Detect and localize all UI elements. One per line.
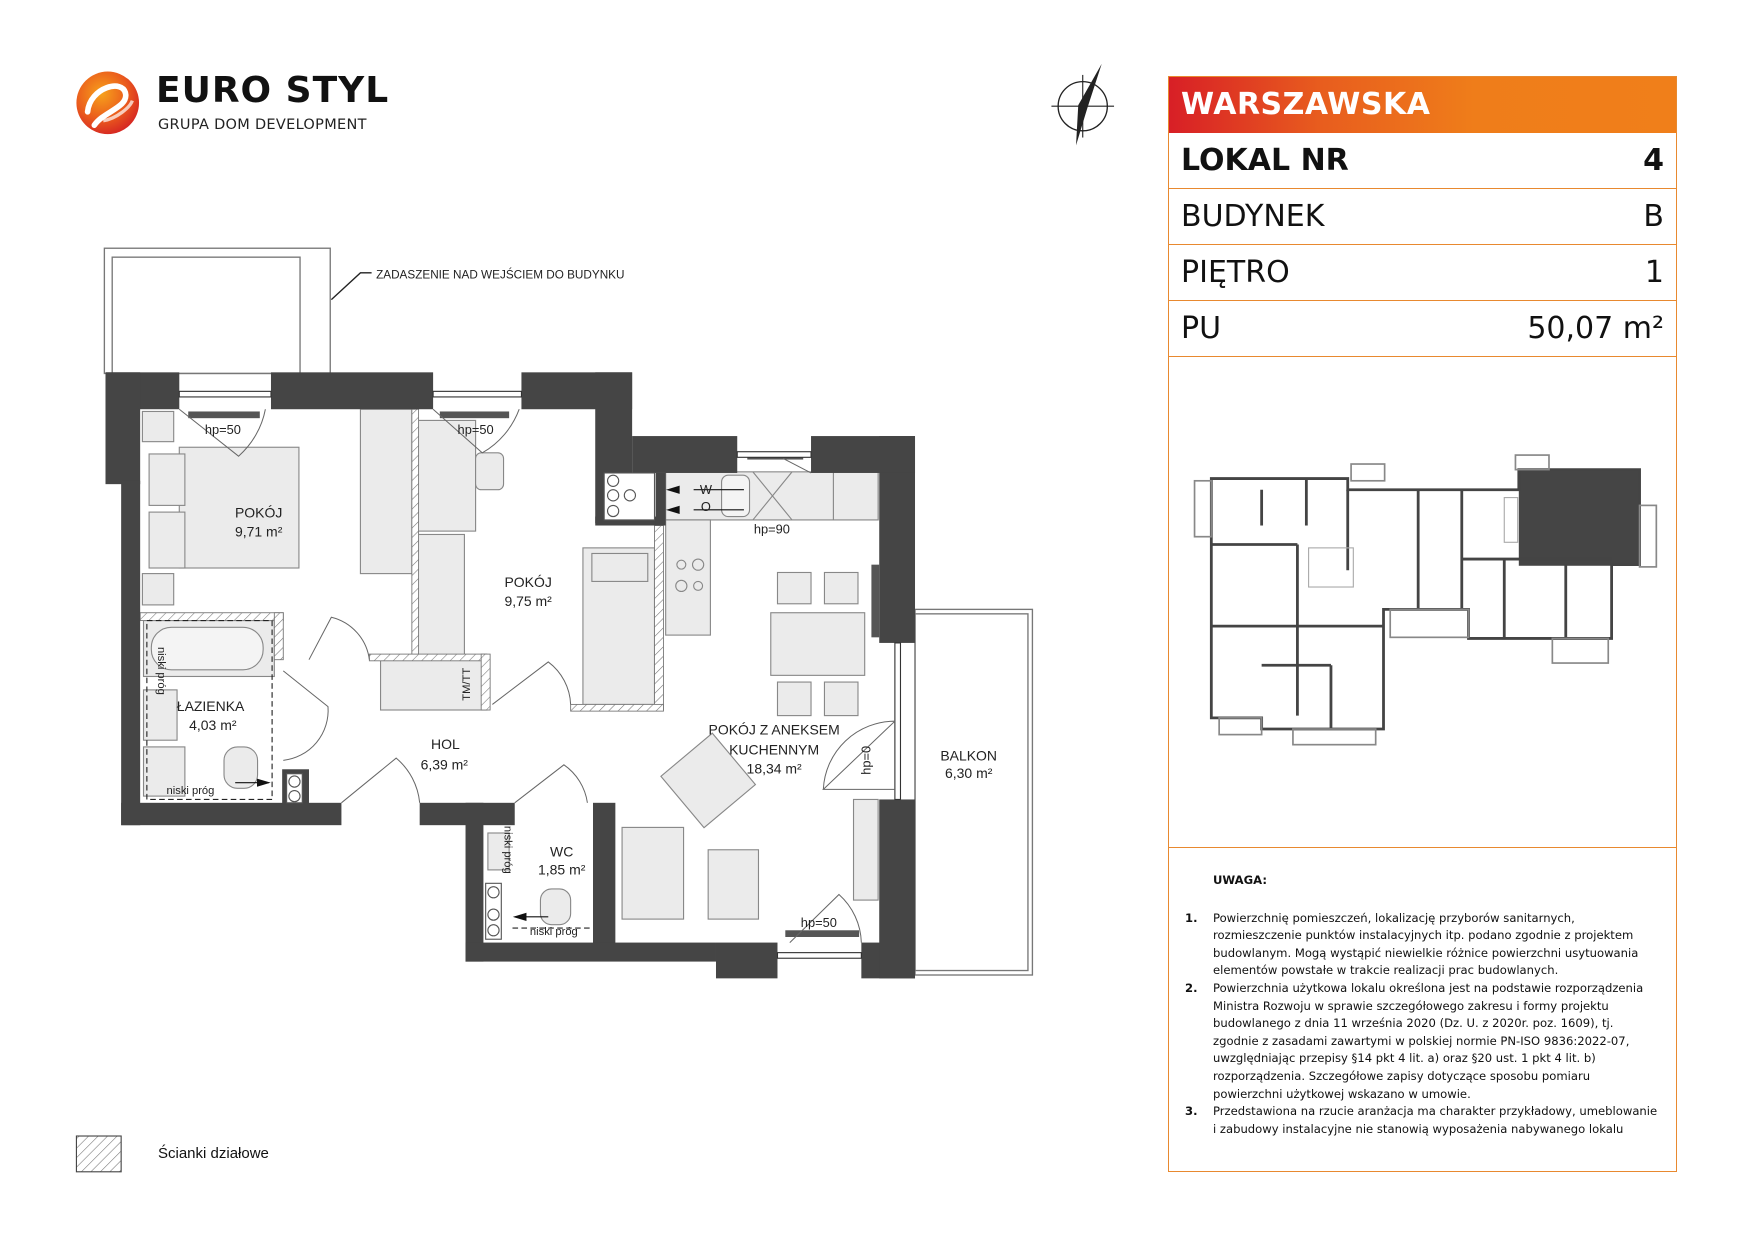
window-sill-height: hp=50 [801,915,837,930]
room-salon-name2: KUCHENNYM [729,742,819,758]
info-label: PU [1181,311,1222,346]
note-text: Powierzchnia użytkowa lokalu określona j… [1213,980,1644,1101]
note-text: Przedstawiona na rzucie aranżacja ma cha… [1213,1104,1658,1136]
logo-tagline: GRUPA DOM DEVELOPMENT [158,117,367,133]
room-balkon-area: 6,30 m² [945,765,993,781]
notes-title: UWAGA: [1213,873,1267,887]
note-item: 1. Powierzchnię pomieszczeń, lokalizację… [1169,910,1676,980]
note-text: Powierzchnię pomieszczeń, lokalizację pr… [1213,910,1639,978]
room-wc-name: WC [550,843,573,859]
room-pokoj1-name: POKÓJ [235,505,282,521]
info-label: LOKAL NR [1181,143,1349,178]
info-row-unit-number: LOKAL NR 4 [1169,133,1676,189]
note-item: 3. Przedstawiona na rzucie aranżacja ma … [1169,1103,1676,1138]
info-row-floor: PIĘTRO 1 [1169,245,1676,301]
room-hol-area: 6,39 m² [421,756,469,772]
note-number: 3. [1185,1104,1198,1119]
room-lazienka-name: ŁAZIENKA [177,698,245,714]
thresholds [146,620,593,929]
north-arrow-icon [1051,63,1115,146]
info-label: PIĘTRO [1181,255,1290,290]
door-sill-height: hp=0 [858,746,873,775]
structural-walls [105,372,916,979]
sewage-label: O [701,499,711,514]
note-number: 2. [1185,980,1198,995]
partition-walls-legend-swatch [75,1135,122,1173]
room-balkon-name: BALKON [940,747,997,763]
room-salon-area: 18,34 m² [747,761,802,777]
low-threshold-label: niski próg [167,785,215,797]
canopy-label: ZADASZENIE NAD WEJŚCIEM DO BUDYNKU [376,268,624,281]
info-value: B [1643,199,1664,234]
plan-annotations: hp=50 hp=50 hp=90 hp=50 hp=0 niski próg … [155,422,873,938]
window-sill-height: hp=90 [754,521,790,536]
info-value: 4 [1643,143,1664,178]
balcony-outline [914,608,1034,976]
partition-walls [139,408,664,712]
info-row-usable-area: PU 50,07 m² [1169,301,1676,357]
info-value: 1 [1644,255,1664,290]
room-pokoj2-area: 9,75 m² [504,593,552,609]
room-lazienka-area: 4,03 m² [189,717,237,733]
low-threshold-label: niski próg [530,926,578,938]
window-sill-height: hp=50 [205,422,241,437]
installation-shafts [286,472,656,940]
apartment-info-panel: WARSZAWSKA LOKAL NR 4 BUDYNEK B PIĘTRO 1… [1168,76,1677,1172]
building-key-plan [1193,454,1658,746]
notes-section: UWAGA: 1. Powierzchnię pomieszczeń, loka… [1169,847,1676,1138]
drain-arrows [235,485,744,921]
legend-label: Ścianki działowe [158,1145,269,1162]
room-pokoj2-name: POKÓJ [504,574,551,590]
investment-name: WARSZAWSKA [1169,77,1676,133]
entrance-canopy [103,247,372,375]
water-label: W [700,482,713,497]
info-row-building: BUDYNEK B [1169,189,1676,245]
window-sill-height: hp=50 [458,422,494,437]
euro-styl-logo-icon [76,71,140,135]
room-pokoj1-area: 9,71 m² [235,524,283,540]
low-threshold-label: niski próg [502,826,514,874]
logo-wordmark: EURO STYL [156,70,390,111]
room-labels: POKÓJ 9,71 m² POKÓJ 9,75 m² ŁAZIENKA 4,0… [177,505,997,878]
note-number: 1. [1185,910,1198,925]
room-wc-area: 1,85 m² [538,861,586,877]
room-salon-name1: POKÓJ Z ANEKSEM [709,722,840,738]
low-threshold-label: niski próg [155,647,167,695]
windows [178,390,902,959]
furniture [141,408,879,926]
room-hol-name: HOL [431,736,460,752]
note-item: 2. Powierzchnia użytkowa lokalu określon… [1169,980,1676,1103]
telecom-label: TM/TT [461,668,473,701]
info-value: 50,07 m² [1527,311,1664,346]
door-swings [178,408,896,943]
info-label: BUDYNEK [1181,199,1325,234]
